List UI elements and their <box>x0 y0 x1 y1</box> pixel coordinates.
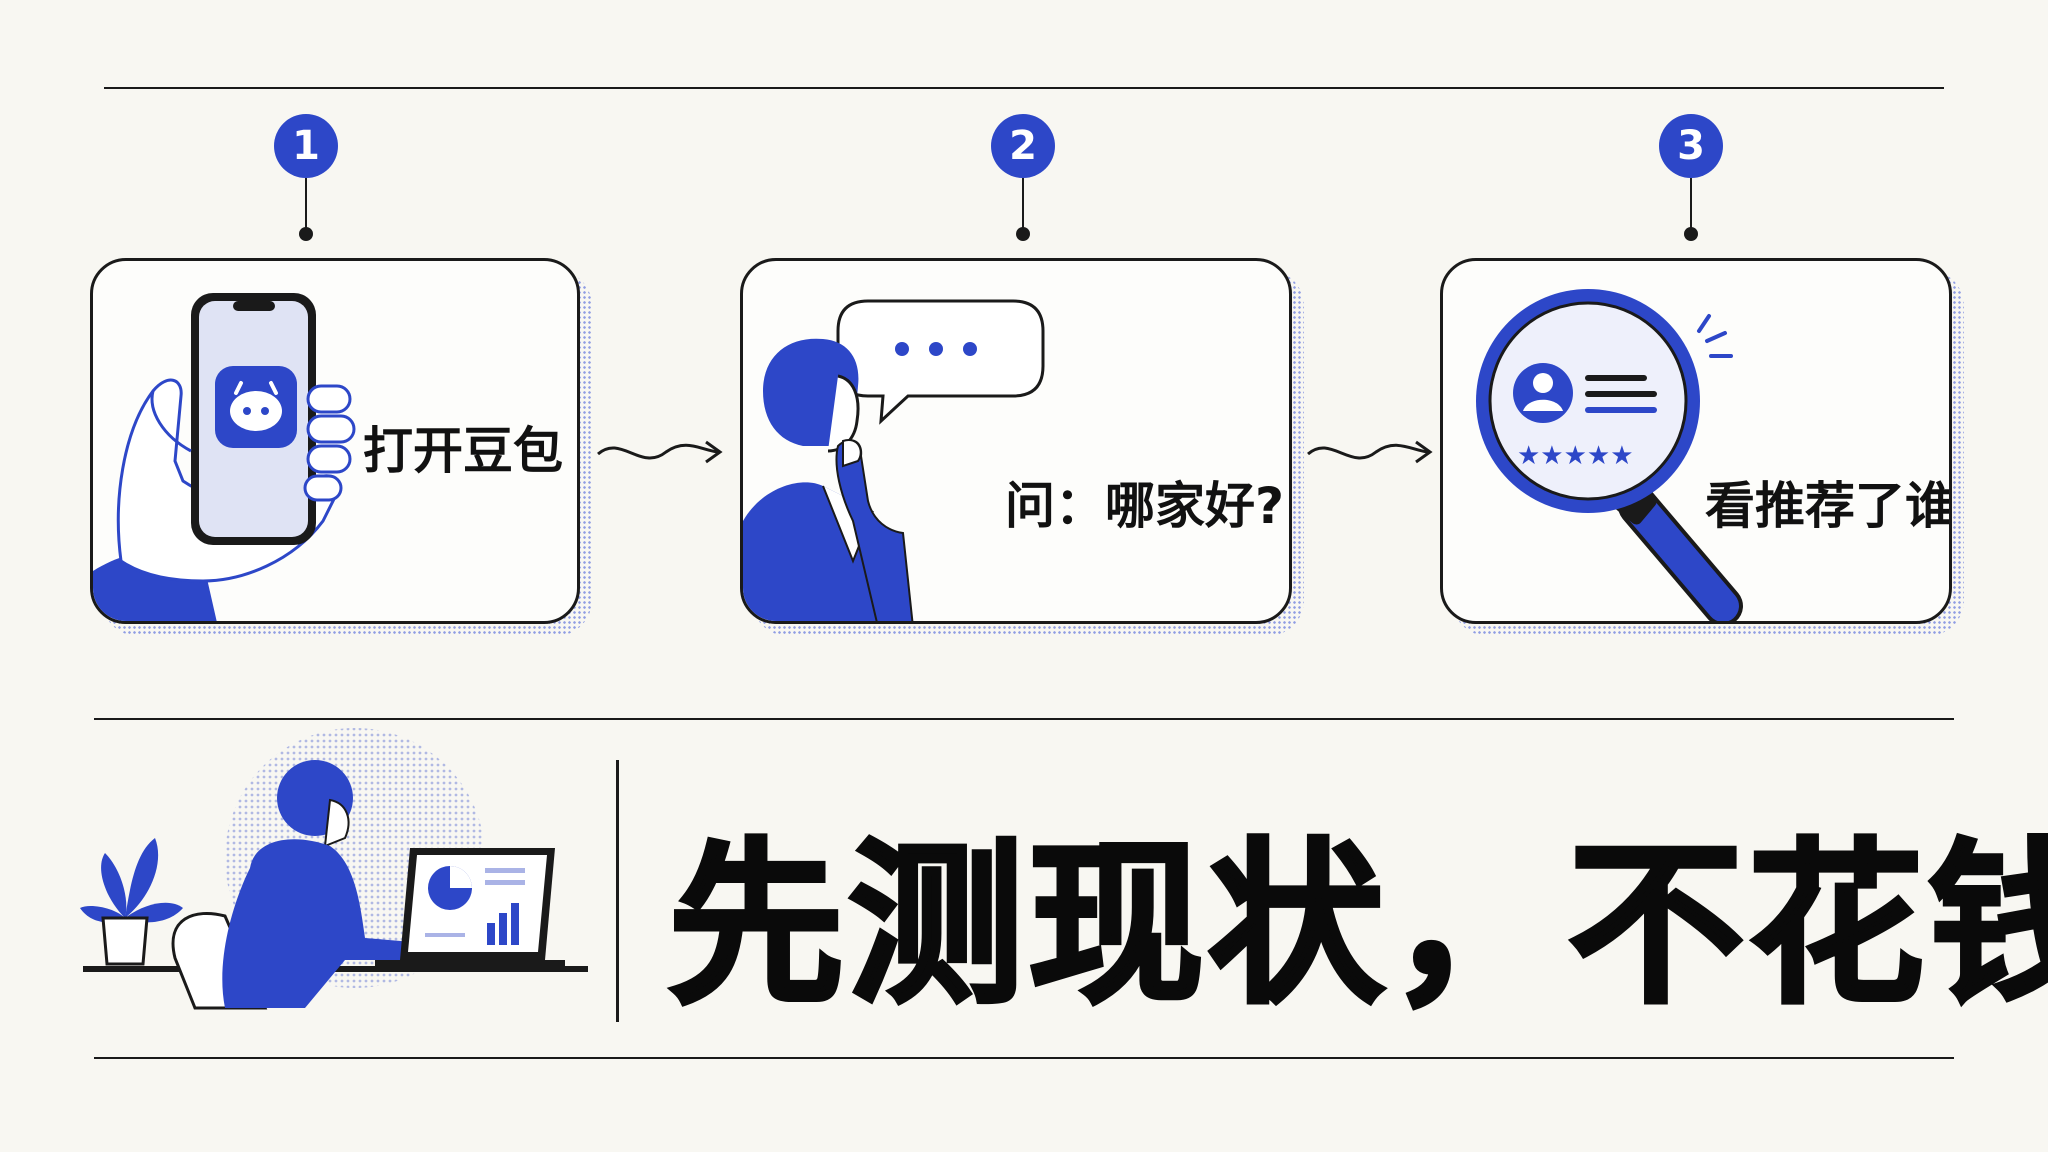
step-1-connector-dot <box>299 227 313 241</box>
step-3-badge: 3 <box>1659 114 1723 178</box>
slogan-headline: 先测现状，不花钱 <box>666 821 2048 1030</box>
bottom-vertical-divider <box>616 760 619 1022</box>
step-3-connector-dot <box>1684 227 1698 241</box>
step-2-badge: 2 <box>991 114 1055 178</box>
svg-text:★★★★★: ★★★★★ <box>1517 441 1634 471</box>
step-2-connector-dot <box>1016 227 1030 241</box>
step-2-connector <box>1022 178 1024 228</box>
step-2-card: 问：哪家好? <box>740 258 1292 624</box>
step-1-badge: 1 <box>274 114 338 178</box>
step-3-label: 看推荐了谁 <box>1705 477 1952 535</box>
flow-arrow-2 <box>1307 440 1433 464</box>
step-1-card: 打开豆包 <box>90 258 580 624</box>
step-2-label: 问：哪家好? <box>1005 477 1285 535</box>
step-1-connector <box>305 178 307 228</box>
step-3-connector <box>1690 178 1692 228</box>
magnifier-review-icon: ★★★★★ <box>1476 289 1743 621</box>
middle-divider <box>94 718 1954 720</box>
person-at-laptop-icon <box>80 728 588 1010</box>
step-3-card: ★★★★★ 看推荐了谁 <box>1440 258 1952 624</box>
flow-arrow-1 <box>597 440 723 464</box>
phone-app-icon <box>93 293 356 621</box>
top-divider <box>104 87 1944 89</box>
bottom-divider <box>94 1057 1954 1059</box>
thinking-person-icon <box>743 299 1045 621</box>
step-1-label: 打开豆包 <box>363 422 563 480</box>
